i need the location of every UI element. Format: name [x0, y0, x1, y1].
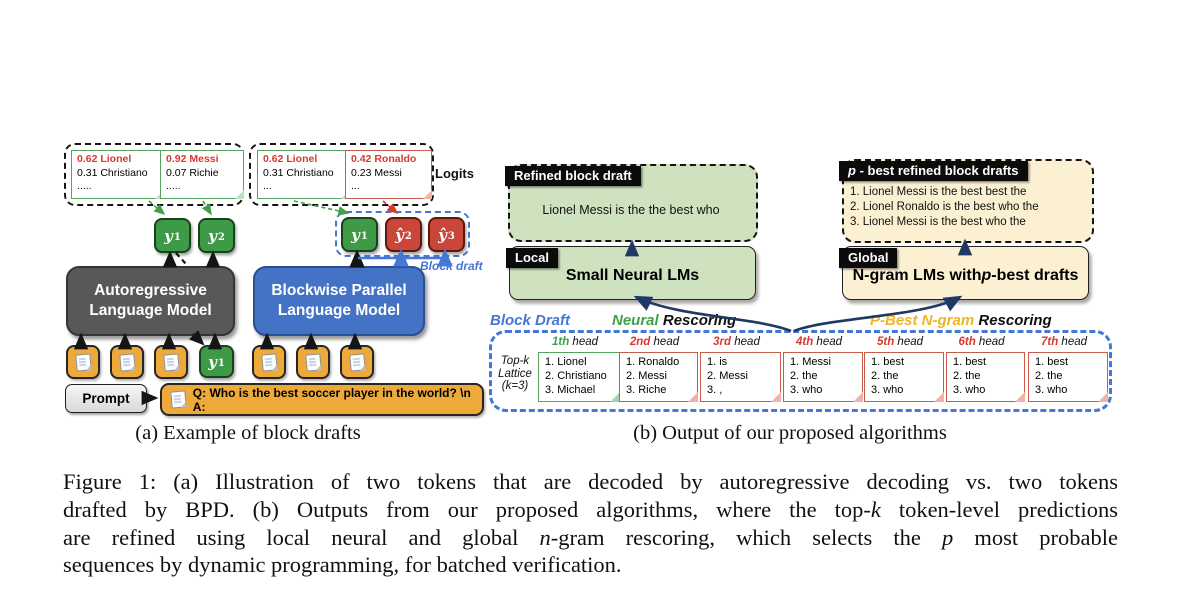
head-label-7: 7th head: [1040, 336, 1088, 348]
input-token: [154, 345, 188, 379]
head-label-4: 4th head: [795, 336, 843, 348]
prompt-bar: Q: Who is the best soccer player in the …: [160, 383, 484, 416]
input-token: [110, 345, 144, 379]
logits-label: Logits: [435, 166, 474, 181]
local-chip: Local: [506, 248, 558, 268]
pbest-ngram-rescoring-label: P-Best N-gram Rescoring: [870, 312, 1052, 329]
document-icon: [74, 352, 92, 372]
global-chip: Global: [839, 248, 898, 268]
head-label-5: 5th head: [876, 336, 924, 348]
pbest-drafts-list: 1. Lionel Messi is the best best the 2. …: [850, 185, 1039, 229]
pbest-item: 1. Lionel Messi is the best best the: [850, 186, 1027, 198]
caption-line: sequences by dynamic programming, for ba…: [63, 552, 622, 578]
subcaption-b: (b) Output of our proposed algorithms: [633, 422, 947, 444]
input-token: [66, 345, 100, 379]
lattice-label: Top-k Lattice (k=3): [498, 355, 532, 392]
logit-card: 0.92 Messi 0.07 Richie .....: [160, 150, 244, 199]
refined-block-draft-chip: Refined block draft: [505, 166, 641, 186]
document-icon: [260, 352, 278, 372]
refined-draft-text: Lionel Messi is the the best who: [542, 203, 720, 217]
head-label-1: 1th head: [551, 336, 599, 348]
block-draft-label: Block draft: [420, 259, 483, 273]
block-draft-row-label: Block Draft: [490, 312, 571, 329]
input-token: [296, 345, 330, 379]
caption-line: Figure 1: (a) Illustration of two tokens…: [63, 469, 1118, 494]
input-token: [252, 345, 286, 379]
document-icon: [348, 352, 366, 372]
document-icon: [162, 352, 180, 372]
document-icon: [304, 352, 322, 372]
logit-card: 0.42 Ronaldo 0.23 Messi ...: [345, 150, 432, 199]
caption-line: are refined using local neural and globa…: [63, 524, 1118, 550]
document-icon: [170, 390, 187, 409]
document-icon: [118, 352, 136, 372]
subcaption-a: (a) Example of block drafts: [135, 422, 361, 444]
figure-caption: Figure 1: (a) Illustration of two tokens…: [63, 468, 1118, 579]
blockwise-parallel-model-box: Blockwise Parallel Language Model: [253, 266, 425, 336]
pbest-item: 2. Lionel Ronaldo is the best who the: [850, 200, 1039, 213]
logit-card: 0.62 Lionel 0.31 Christiano .....: [71, 150, 164, 199]
pbest-item: 3. Lionel Messi is the best who the: [850, 215, 1026, 228]
autoregressive-model-box: Autoregressive Language Model: [66, 266, 235, 336]
head-label-2: 2nd head: [629, 336, 680, 348]
neural-rescoring-label: Neural Rescoring: [612, 312, 737, 329]
head-label-6: 6th head: [958, 336, 1005, 348]
input-token: [340, 345, 374, 379]
caption-line: drafted by BPD. (b) Outputs from our pro…: [63, 496, 1119, 522]
prompt-box: Prompt: [65, 384, 147, 413]
head-label-3: 3rd head: [713, 336, 760, 348]
logit-card: 0.62 Lionel 0.31 Christiano ...: [257, 150, 350, 199]
feedback-dash: [175, 252, 187, 265]
pbest-drafts-chip: p - best refined block drafts: [839, 161, 1028, 181]
